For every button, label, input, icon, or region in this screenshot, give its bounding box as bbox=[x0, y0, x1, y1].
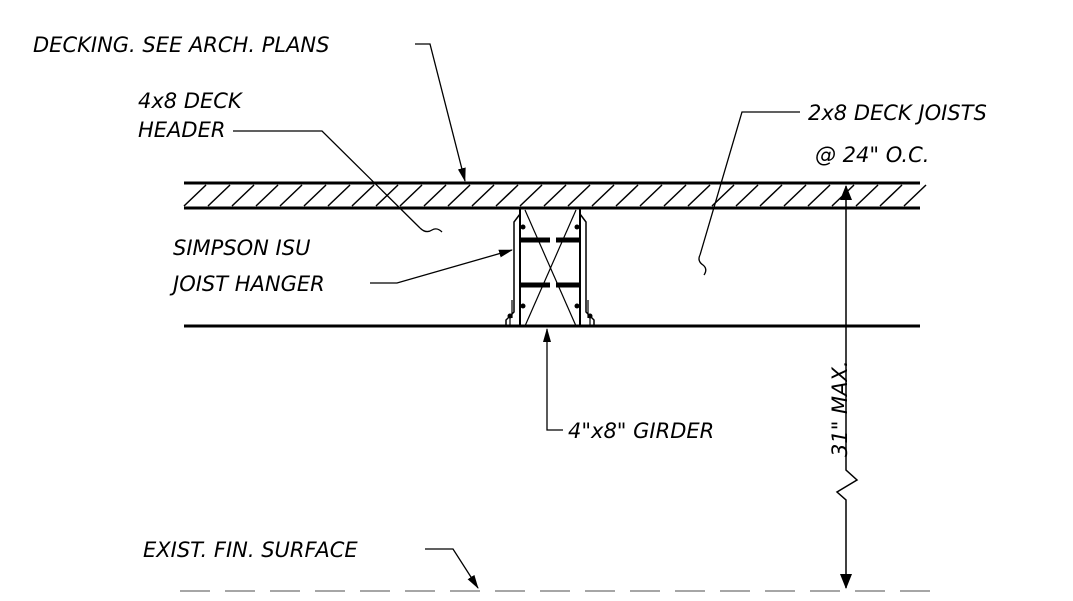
header-label-line2: HEADER bbox=[138, 118, 225, 142]
decking-hatch bbox=[183, 184, 927, 207]
joists-label-line2: @ 24" O.C. bbox=[815, 143, 929, 167]
joists-leader bbox=[698, 111, 800, 276]
hanger-label-line1: SIMPSON ISU bbox=[173, 236, 310, 260]
joist-hanger-assembly bbox=[505, 208, 595, 327]
dimension-label: 31" MAX. bbox=[828, 360, 852, 457]
joists-label-line1: 2x8 DECK JOISTS bbox=[808, 101, 987, 125]
decking-leader bbox=[415, 43, 466, 182]
surface-leader bbox=[425, 548, 479, 589]
girder-label: 4"x8" GIRDER bbox=[568, 419, 714, 443]
height-dimension bbox=[835, 185, 859, 589]
decking-board bbox=[183, 181, 927, 210]
header-label-line1: 4x8 DECK bbox=[138, 89, 244, 113]
girder-leader bbox=[543, 328, 563, 431]
hanger-label-line2: JOIST HANGER bbox=[169, 272, 325, 296]
decking-label: DECKING. SEE ARCH. PLANS bbox=[33, 33, 329, 57]
header-leader bbox=[233, 130, 443, 233]
hanger-leader bbox=[370, 249, 513, 284]
surface-label: EXIST. FIN. SURFACE bbox=[143, 538, 358, 562]
